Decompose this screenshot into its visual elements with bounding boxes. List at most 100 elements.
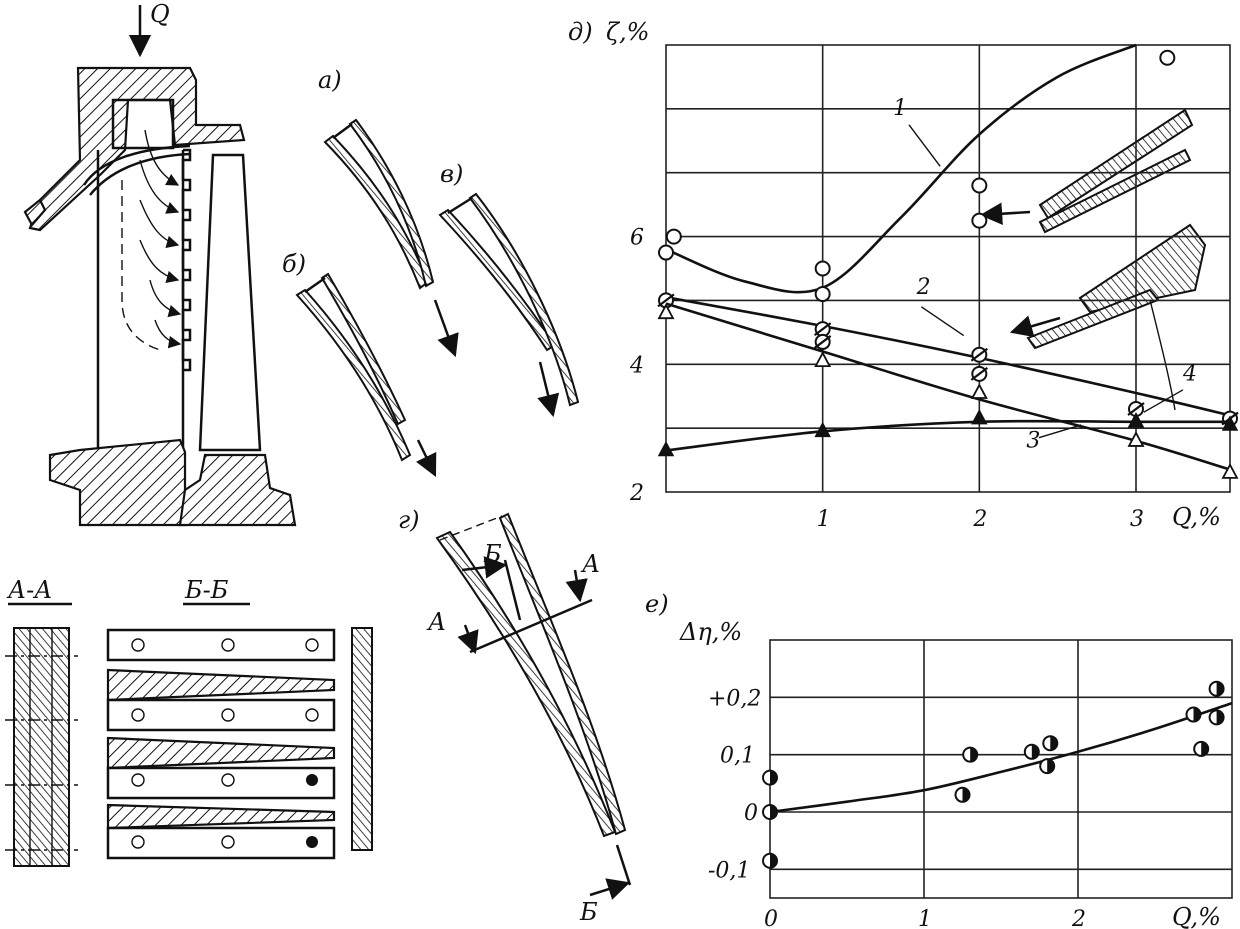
data-point-series-1 [971, 177, 988, 194]
label-g: г) [398, 506, 420, 534]
mark-a-right: А [580, 550, 600, 578]
plot-frame [665, 44, 1231, 493]
section-aa-drawing [13, 627, 70, 867]
label-section-bb: Б-Б [184, 576, 229, 604]
data-point-fill [1050, 736, 1058, 751]
data-point-series-1 [665, 228, 682, 245]
data-point-series-3 [814, 351, 832, 367]
blade-root [178, 453, 297, 527]
data-point [762, 804, 778, 820]
curve-label: 3 [1026, 428, 1040, 453]
data-point-series-1 [1159, 49, 1176, 66]
x-tick-label: 2 [972, 507, 987, 532]
mark-b-lower: Б [579, 898, 598, 926]
data-point-fill [962, 787, 970, 802]
leader-3 [1038, 424, 1082, 439]
data-point [1208, 709, 1225, 726]
y-tick-label: 0 [744, 801, 758, 826]
leader-1 [908, 124, 941, 167]
sections: А-А Б-Б [5, 576, 373, 867]
x-tick-label: 1 [817, 507, 831, 532]
chart-e-panel-label: е) [645, 590, 669, 618]
series-line-3 [665, 302, 1231, 471]
data-point-fill [1047, 759, 1055, 774]
y-tick-label: -0,1 [708, 858, 750, 883]
data-point-series-4 [814, 421, 831, 438]
data-point-series-3 [1221, 462, 1239, 479]
fit-line [769, 701, 1233, 814]
chart-e-ylabel: Δη,% [679, 618, 742, 646]
data-point-fill [1193, 707, 1201, 722]
data-point-series-4 [657, 440, 675, 457]
data-point-fill [770, 770, 778, 785]
plot-frame [769, 639, 1233, 899]
leader-4 [1143, 389, 1184, 413]
label-v: в) [440, 160, 463, 188]
data-point-series-2-slash [814, 335, 832, 349]
data-point-series-2 [970, 365, 988, 382]
profile-variants: а) б) в) г) Б А А Б [282, 66, 632, 926]
series-line-1 [665, 43, 1137, 294]
data-point-fill [1216, 710, 1224, 725]
rotor-blade [198, 153, 262, 452]
y-tick-label: 2 [629, 481, 644, 506]
section-bb-side-view [351, 627, 373, 851]
data-point-series-4 [1221, 415, 1239, 431]
data-point-series-2-slash [657, 293, 675, 308]
data-point [1023, 743, 1040, 760]
section-bb-drawing [106, 628, 336, 860]
data-point [762, 769, 778, 786]
data-point [962, 746, 979, 763]
data-point-fill [770, 805, 777, 819]
data-point-series-2 [814, 333, 832, 350]
data-point-fill [970, 747, 978, 762]
data-point [1193, 740, 1210, 757]
x-tick-label: 1 [918, 907, 932, 929]
y-tick-label: 0,1 [720, 744, 755, 769]
inset-sketch-stepped-slot [1009, 223, 1207, 411]
data-point-fill [770, 853, 778, 868]
data-point-series-3 [657, 303, 675, 320]
chart-d-panel-label: д) [568, 18, 593, 46]
steam-channel [111, 98, 175, 150]
data-point-series-1 [814, 260, 831, 277]
data-point-series-2-slash [970, 347, 988, 362]
data-point [1042, 735, 1059, 752]
series-line-4 [665, 419, 1231, 452]
y-tick-label: 6 [630, 226, 644, 251]
x-tick-label: 0 [764, 907, 778, 929]
chart-e-xlabel: Q,% [1172, 903, 1221, 929]
mark-b-upper: Б [483, 540, 502, 568]
stage-cross-section: Q [23, 0, 297, 527]
chart-d-ylabel: ζ,% [606, 18, 649, 46]
data-point-series-3 [1127, 431, 1145, 447]
data-point-series-2 [1127, 400, 1145, 417]
data-point-series-2 [970, 346, 988, 363]
x-tick-label: 3 [1130, 507, 1144, 532]
label-b: б) [282, 250, 306, 278]
inset-sketch-straight-slot [979, 108, 1194, 234]
data-point [762, 852, 778, 869]
curve-label: 1 [893, 96, 907, 121]
data-point-fill [1031, 744, 1039, 759]
data-point-fill [1201, 741, 1209, 756]
data-point-fill [1216, 681, 1224, 696]
data-point-series-3 [970, 383, 988, 399]
y-tick-label: 4 [629, 353, 644, 378]
leader-2 [920, 306, 965, 337]
data-point-series-2-slash [1127, 402, 1145, 416]
curve-label: 2 [916, 275, 931, 300]
data-point-series-4 [1127, 412, 1145, 428]
data-point [954, 786, 971, 803]
data-point [1208, 680, 1225, 697]
chart-d-xlabel: Q,% [1172, 503, 1221, 531]
curve-label: 4 [1182, 361, 1197, 386]
mark-a-left: А [426, 608, 446, 636]
y-tick-label: +0,2 [708, 686, 761, 711]
data-point-series-1 [658, 244, 674, 261]
data-point-series-1 [814, 286, 831, 303]
lower-diaphragm [48, 438, 187, 527]
label-a: а) [318, 66, 342, 94]
